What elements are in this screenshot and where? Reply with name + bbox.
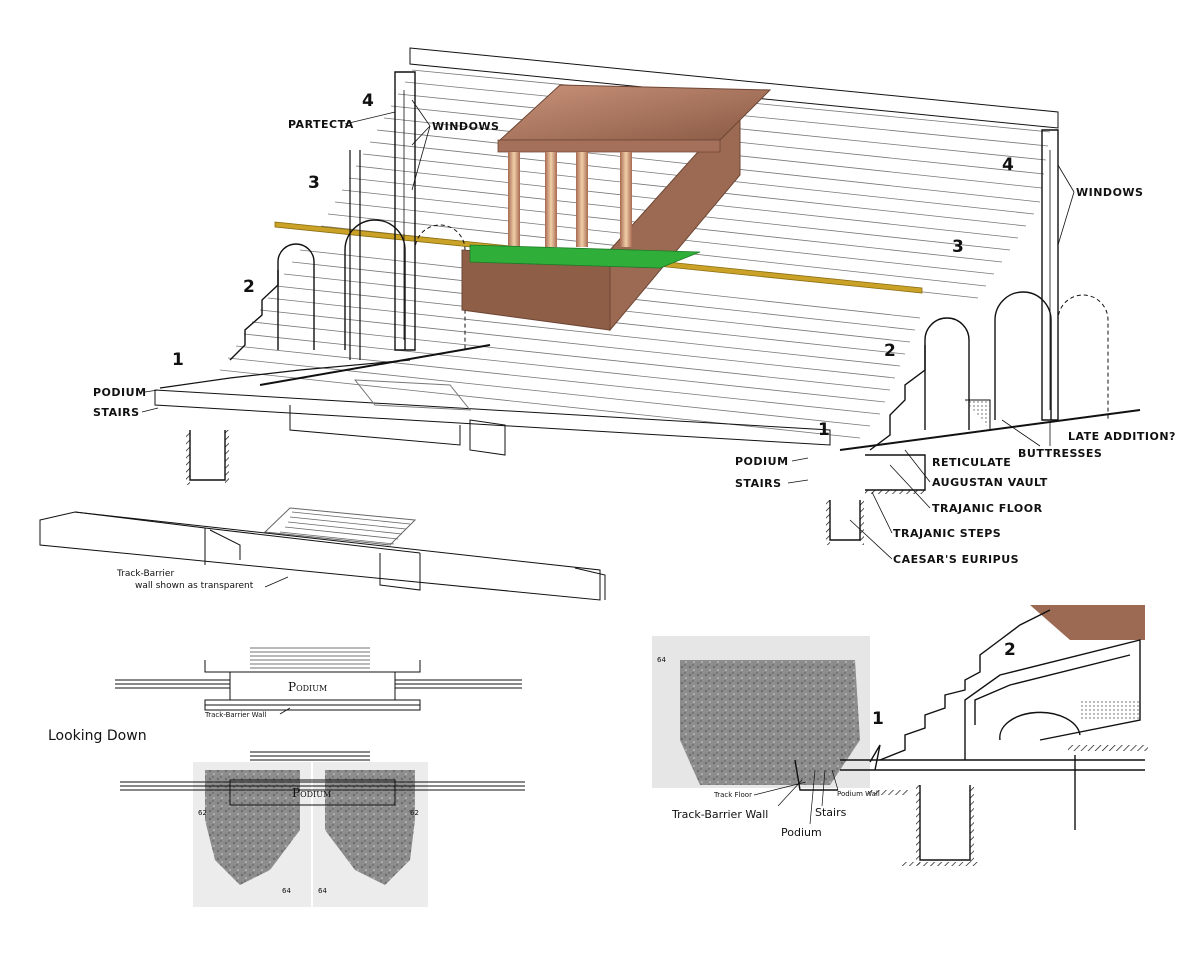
- top-rail: [409, 47, 1059, 129]
- tier-number-3-left: 3: [308, 173, 320, 193]
- label-looking-down: Looking Down: [48, 728, 147, 744]
- fragment-left: [205, 770, 300, 885]
- label-track-barrier-wall-section: Track-Barrier Wall: [671, 808, 768, 821]
- fragment-right: [325, 770, 415, 885]
- label-late-addition: LATE ADDITION?: [1068, 430, 1176, 443]
- label-reticulate: RETICULATE: [932, 456, 1011, 469]
- fragment-number: 62: [198, 809, 207, 817]
- label-augustan-vault: AUGUSTAN VAULT: [932, 476, 1048, 489]
- label-stairs-left: STAIRS: [93, 406, 140, 419]
- tier-number-2-left: 2: [243, 277, 255, 297]
- section-detail: 64 2 1 Track Floor Podium Wall Stairs Tr…: [652, 605, 1148, 866]
- tier-number-1-left: 1: [172, 350, 184, 370]
- label-trajanic-floor: TRAJANIC FLOOR: [932, 502, 1043, 515]
- label-podium-plan-2: Podium: [292, 786, 331, 800]
- label-track-floor: Track Floor: [713, 791, 752, 799]
- label-podium-section: Podium: [781, 826, 822, 839]
- track-barrier-diagram: Track-Barrier wall shown as transparent: [39, 507, 606, 601]
- left-arch-upper: [344, 219, 406, 350]
- tier-number-2-right: 2: [884, 341, 896, 361]
- fragment-number: 64: [318, 887, 327, 895]
- label-podium-wall: Podium Wall: [837, 790, 880, 798]
- pavilion-column: [576, 152, 588, 247]
- pavilion-green-floor: [469, 244, 701, 269]
- section-fragment-number: 64: [657, 656, 666, 664]
- section-fragment: [680, 660, 860, 785]
- partecta-pavilion: [461, 84, 772, 332]
- right-arch-lower: [924, 317, 970, 430]
- pavilion-column: [508, 152, 520, 247]
- note-wall-transparent: wall shown as transparent: [135, 581, 254, 591]
- arena-podium-strip: [154, 379, 926, 545]
- left-arch-lower: [277, 243, 315, 350]
- label-windows-right: WINDOWS: [1076, 186, 1143, 199]
- fragment-number: 64: [282, 887, 291, 895]
- label-buttresses: BUTTRESSES: [1018, 447, 1102, 460]
- plan-view-fragments: Podium 62 64 64 62: [120, 751, 525, 907]
- label-windows-left: WINDOWS: [432, 120, 499, 133]
- label-podium-left: PODIUM: [93, 386, 147, 399]
- pavilion-column: [545, 152, 557, 247]
- section-tier-2: 2: [1004, 640, 1016, 660]
- label-track-barrier-wall-plan: Track-Barrier Wall: [204, 711, 266, 719]
- plan-view-podium: Podium Track-Barrier Wall: [115, 647, 522, 719]
- note-track-barrier: Track-Barrier: [116, 569, 174, 579]
- label-trajanic-steps: TRAJANIC STEPS: [893, 527, 1001, 540]
- label-stairs-section: Stairs: [815, 806, 847, 819]
- tier-number-4-left: 4: [362, 91, 374, 111]
- right-arch-upper: [994, 291, 1052, 420]
- right-arch-dashed: [1057, 294, 1109, 420]
- section-tier-1: 1: [872, 709, 884, 729]
- label-caesars-euripus: CAESAR'S EURIPUS: [893, 553, 1019, 566]
- left-labels: PARTECTA WINDOWS 4 3 2 1 PODIUM STAIRS: [93, 91, 499, 419]
- label-partecta: PARTECTA: [288, 118, 354, 131]
- partecta-corner: [1030, 605, 1145, 640]
- label-stairs-right: STAIRS: [735, 477, 782, 490]
- pavilion-column: [620, 152, 632, 247]
- fragment-number: 62: [410, 809, 419, 817]
- left-arch-dashed: [414, 224, 466, 350]
- tier-number-3-right: 3: [952, 237, 964, 257]
- label-podium-right: PODIUM: [735, 455, 789, 468]
- tier-number-4-right: 4: [1002, 155, 1014, 175]
- right-labels: 4 3 2 1 WINDOWS PODIUM STAIRS RETICULATE…: [735, 155, 1176, 566]
- tier-number-1-right: 1: [818, 420, 830, 440]
- label-podium-plan: Podium: [288, 680, 327, 694]
